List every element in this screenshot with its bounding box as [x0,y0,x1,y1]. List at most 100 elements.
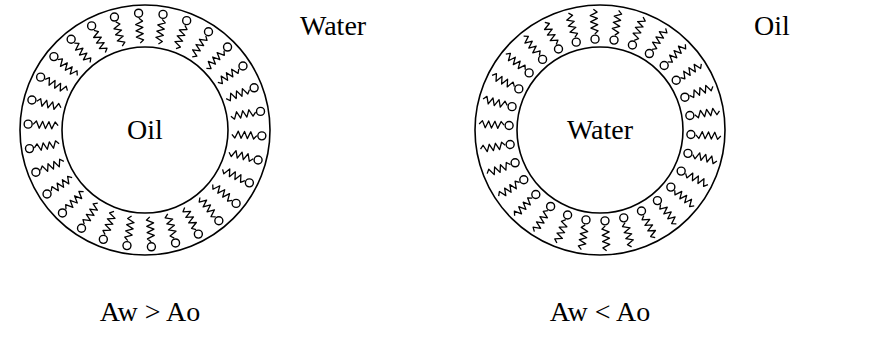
head-group [24,120,32,128]
head-group [245,179,253,187]
head-group [215,217,223,225]
head-group [88,22,96,30]
hydrocarbon-tail [218,69,239,84]
head-group [204,28,212,36]
head-group [159,10,167,18]
head-group [58,209,66,217]
head-group [601,217,609,225]
head-group [43,190,51,198]
hydrocarbon-tail [206,51,224,69]
hydrocarbon-tail [695,108,720,117]
hydrocarbon-tail [506,53,525,69]
hydrocarbon-tail [533,211,548,232]
head-group [628,41,636,49]
hydrocarbon-tail [226,89,249,101]
head-group [681,93,689,101]
hydrocarbon-tail [223,169,245,182]
head-group [532,191,540,199]
hydrocarbon-tail [34,141,59,150]
head-group [684,149,692,157]
head-group [653,197,661,205]
hydrocarbon-tail [45,78,67,91]
hydrocarbon-tail [125,216,134,241]
micelle-ring: Water [474,4,726,256]
head-group [32,168,40,176]
hydrocarbon-tail [229,151,253,162]
head-group [99,235,107,243]
hydrocarbon-tail [231,110,256,119]
hydrocarbon-tail [642,215,655,237]
core-label: Oil [127,114,163,146]
hydrocarbon-tail [696,132,721,140]
hydrocarbon-tail [232,131,257,139]
hydrocarbon-tail [74,43,91,62]
hydrocarbon-tail [37,99,61,110]
head-group [50,53,58,61]
inner-circle [517,47,683,213]
hydrocarbon-tail [51,176,72,191]
head-group [539,55,547,63]
head-group [258,132,266,140]
head-group [78,224,86,232]
hydrocarbon-tail [686,173,708,186]
head-group [508,103,516,111]
head-group [506,140,514,148]
head-group [224,43,232,51]
hydrocarbon-tail [680,64,701,79]
head-group [660,62,668,70]
hydrocarbon-tail [633,17,645,40]
head-group [687,131,695,139]
hydrocarbon-tail [492,74,514,87]
hydrocarbon-tail [660,204,677,223]
head-group [254,156,262,164]
hydrocarbon-tail [192,36,207,57]
head-group [667,183,675,191]
hydrocarbon-tail [612,10,621,35]
head-group [183,17,191,25]
hydrocarbon-tail [668,44,686,62]
head-group [232,199,240,207]
phase-label: Oil [754,10,790,42]
head-group [645,50,653,58]
surfactant-layer [479,9,721,251]
hydrocarbon-tail [165,214,176,238]
head-group [555,45,563,53]
hydrocarbon-tail [199,197,216,216]
hydrocarbon-tail [41,159,64,171]
head-group [572,38,580,46]
phase-label: Water [300,10,366,42]
hydrocarbon-tail [590,9,598,34]
micelle-ring: Oil [19,4,271,256]
head-group [147,243,155,251]
head-group [194,230,202,238]
head-group [239,62,247,70]
head-group [610,36,618,44]
hydrocarbon-tail [103,211,115,234]
hydrocarbon-tail [652,28,667,49]
hydrocarbon-tail [555,220,567,243]
head-group [110,13,118,21]
head-group [123,242,131,250]
head-group [250,84,258,92]
hydrocarbon-tail [479,121,504,129]
head-group [686,112,694,120]
hydrocarbon-tail [690,85,713,97]
hydrocarbon-tail [602,226,610,251]
head-group [28,96,36,104]
hydrocarbon-tail [183,207,196,229]
head-group [620,214,628,222]
hydrocarbon-tail [58,59,77,75]
outer-circle [20,5,270,255]
hydrocarbon-tail [175,25,187,48]
hydrocarbon-tail [213,185,232,201]
head-group [505,121,513,129]
hydrocarbon-tail [623,223,634,247]
core-label: Water [567,114,633,146]
head-group [547,202,555,210]
outer-circle [475,5,725,255]
head-group [511,159,519,167]
hydrocarbon-tail [514,198,532,216]
hydrocarbon-tail [481,142,506,151]
head-group [591,35,599,43]
